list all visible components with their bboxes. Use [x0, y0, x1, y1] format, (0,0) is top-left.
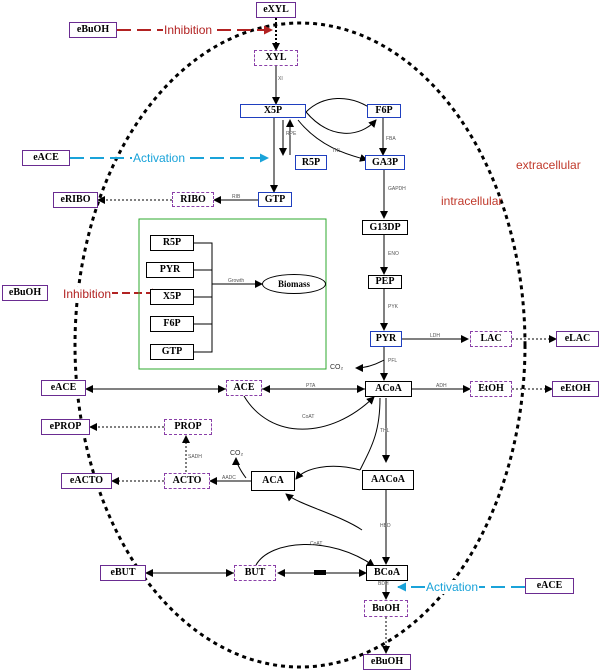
met-PYR: PYR: [370, 331, 402, 347]
met-ACTO: ACTO: [164, 473, 210, 489]
met-PEP: PEP: [368, 275, 402, 289]
ext-ePROP: ePROP: [41, 419, 90, 435]
biomass-input-f6p: F6P: [150, 316, 194, 332]
met-BUT: BUT: [234, 565, 276, 581]
inhibition-label-left: Inhibition: [62, 287, 113, 301]
met-BuOH: BuOH: [364, 600, 408, 617]
met-F6P: F6P: [367, 104, 401, 118]
svg-text:TKL: TKL: [332, 148, 341, 154]
svg-text:AADC: AADC: [222, 475, 236, 481]
ext-eACE-right: eACE: [525, 578, 574, 594]
svg-text:Growth: Growth: [228, 278, 244, 284]
ext-eBUT: eBUT: [100, 565, 146, 581]
svg-text:GAPDH: GAPDH: [388, 186, 406, 192]
biomass-input-pyr: PYR: [146, 262, 194, 278]
svg-text:ENO: ENO: [388, 251, 399, 257]
ext-eBuOH-left: eBuOH: [2, 285, 48, 301]
met-RIBO: RIBO: [172, 192, 214, 207]
biomass-input-r5p: R5P: [150, 235, 194, 251]
svg-text:PFL: PFL: [388, 358, 397, 364]
ext-eACTO: eACTO: [61, 473, 112, 489]
met-GA3P: GA3P: [365, 155, 405, 170]
activation-label-right: Activation: [425, 580, 480, 594]
met-R5P: R5P: [295, 155, 327, 170]
met-G13DP: G13DP: [362, 220, 408, 235]
biomass-input-x5p: X5P: [150, 289, 194, 305]
svg-text:PTA: PTA: [306, 383, 316, 389]
co2-label-pyr: CO₂: [330, 364, 344, 371]
ext-eACE-left: eACE: [22, 150, 70, 166]
svg-text:CoAT: CoAT: [310, 541, 322, 547]
met-EtOH: EtOH: [470, 381, 512, 397]
met-PROP: PROP: [164, 419, 212, 435]
svg-text:FBA: FBA: [386, 136, 396, 142]
ext-eXYL: eXYL: [256, 2, 296, 18]
biomass-box: [138, 218, 327, 370]
svg-text:XI: XI: [278, 76, 283, 82]
svg-text:RPE: RPE: [286, 131, 297, 137]
met-X5P: X5P: [240, 104, 306, 118]
ext-eACE-mid: eACE: [41, 380, 86, 396]
ext-eBuOH-bottom: eBuOH: [363, 654, 411, 670]
cell-boundary: [73, 21, 527, 669]
ext-eBuOH-top: eBuOH: [69, 22, 117, 38]
met-ACE: ACE: [226, 380, 262, 396]
met-XYL: XYL: [254, 50, 298, 66]
svg-text:SADH: SADH: [188, 454, 202, 460]
svg-text:HBD: HBD: [380, 523, 391, 529]
co2-label-acto: CO₂: [230, 450, 244, 457]
ext-eEtOH: eEtOH: [552, 381, 599, 397]
svg-text:BDH: BDH: [378, 581, 389, 587]
svg-text:THL: THL: [380, 428, 390, 434]
met-AACoA: AACoA: [362, 470, 414, 490]
extracellular-label: extracellular: [516, 158, 581, 172]
svg-text:RIB: RIB: [232, 194, 241, 200]
biomass-input-gtp: GTP: [150, 344, 194, 360]
svg-text:CoAT: CoAT: [302, 414, 314, 420]
svg-text:PYK: PYK: [388, 304, 399, 310]
activation-label-left: Activation: [132, 151, 187, 165]
svg-text:LDH: LDH: [430, 333, 440, 339]
met-LAC: LAC: [470, 331, 512, 347]
intracellular-label: intracellular: [441, 194, 503, 208]
ext-eRIBO: eRIBO: [53, 192, 98, 208]
met-ACoA: ACoA: [365, 381, 412, 397]
met-GTP: GTP: [258, 192, 292, 207]
biomass-node: Biomass: [262, 274, 326, 294]
met-BCoA: BCoA: [366, 565, 408, 581]
svg-text:ADH: ADH: [436, 383, 447, 389]
ext-eLAC: eLAC: [556, 331, 599, 347]
met-ACA: ACA: [251, 471, 295, 491]
inhibition-label-top: Inhibition: [163, 23, 214, 37]
